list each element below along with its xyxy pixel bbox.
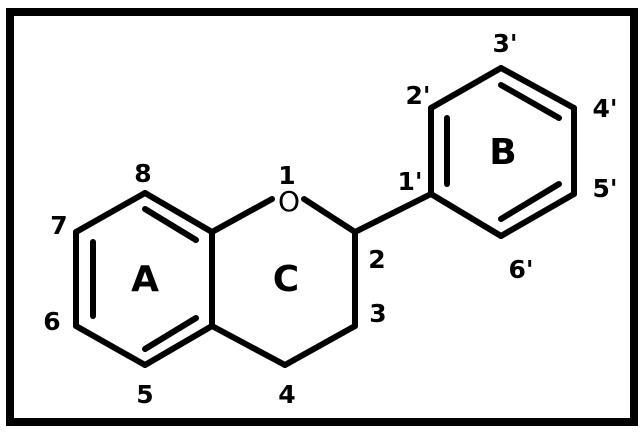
ring-label-b: B bbox=[489, 132, 516, 173]
ring-label-a: A bbox=[131, 259, 159, 300]
position-4-prime: 4' bbox=[592, 94, 617, 123]
position-6-prime: 6' bbox=[508, 255, 533, 284]
bond-o1-c2 bbox=[301, 196, 358, 235]
oxygen-atom: O bbox=[278, 185, 300, 218]
bond-c5p-c6p bbox=[498, 191, 577, 239]
position-5: 5 bbox=[136, 380, 153, 409]
position-4: 4 bbox=[278, 380, 295, 409]
diagram-frame bbox=[6, 8, 638, 426]
double-bond-c4a-c5 bbox=[142, 315, 199, 352]
double-bond-c3p-c4p bbox=[498, 82, 562, 121]
ring-label-c: C bbox=[273, 259, 299, 300]
bond-c3-c4 bbox=[282, 323, 358, 368]
position-2: 2 bbox=[368, 245, 385, 274]
position-7: 7 bbox=[50, 211, 67, 240]
bond-c2p-c3p bbox=[428, 65, 504, 111]
position-5-prime: 5' bbox=[592, 174, 617, 203]
position-2-prime: 2' bbox=[405, 81, 430, 110]
position-8: 8 bbox=[134, 159, 151, 188]
ring-a-bonds bbox=[73, 190, 215, 368]
position-1: 1 bbox=[278, 161, 295, 190]
position-1-prime: 1' bbox=[397, 167, 422, 196]
ring-c-bonds bbox=[209, 196, 358, 368]
bond-c8a-o1 bbox=[209, 196, 275, 235]
bond-c2-c1prime bbox=[352, 191, 434, 235]
position-3: 3 bbox=[369, 299, 386, 328]
bond-c7-c8 bbox=[73, 190, 148, 235]
double-bond-c5p-c6p bbox=[498, 181, 562, 222]
double-bond-c8-c8a bbox=[142, 206, 199, 243]
position-6: 6 bbox=[43, 307, 60, 336]
bond-c5-c6 bbox=[73, 323, 148, 368]
bond-c4a-c5 bbox=[142, 323, 215, 368]
bond-c8-c8a bbox=[142, 190, 215, 235]
position-3-prime: 3' bbox=[492, 29, 517, 58]
bond-c4-c4a bbox=[209, 323, 288, 368]
ring-b-bonds bbox=[428, 65, 577, 239]
bond-c6p-c1p bbox=[428, 191, 504, 239]
bond-c3p-c4p bbox=[498, 65, 577, 111]
